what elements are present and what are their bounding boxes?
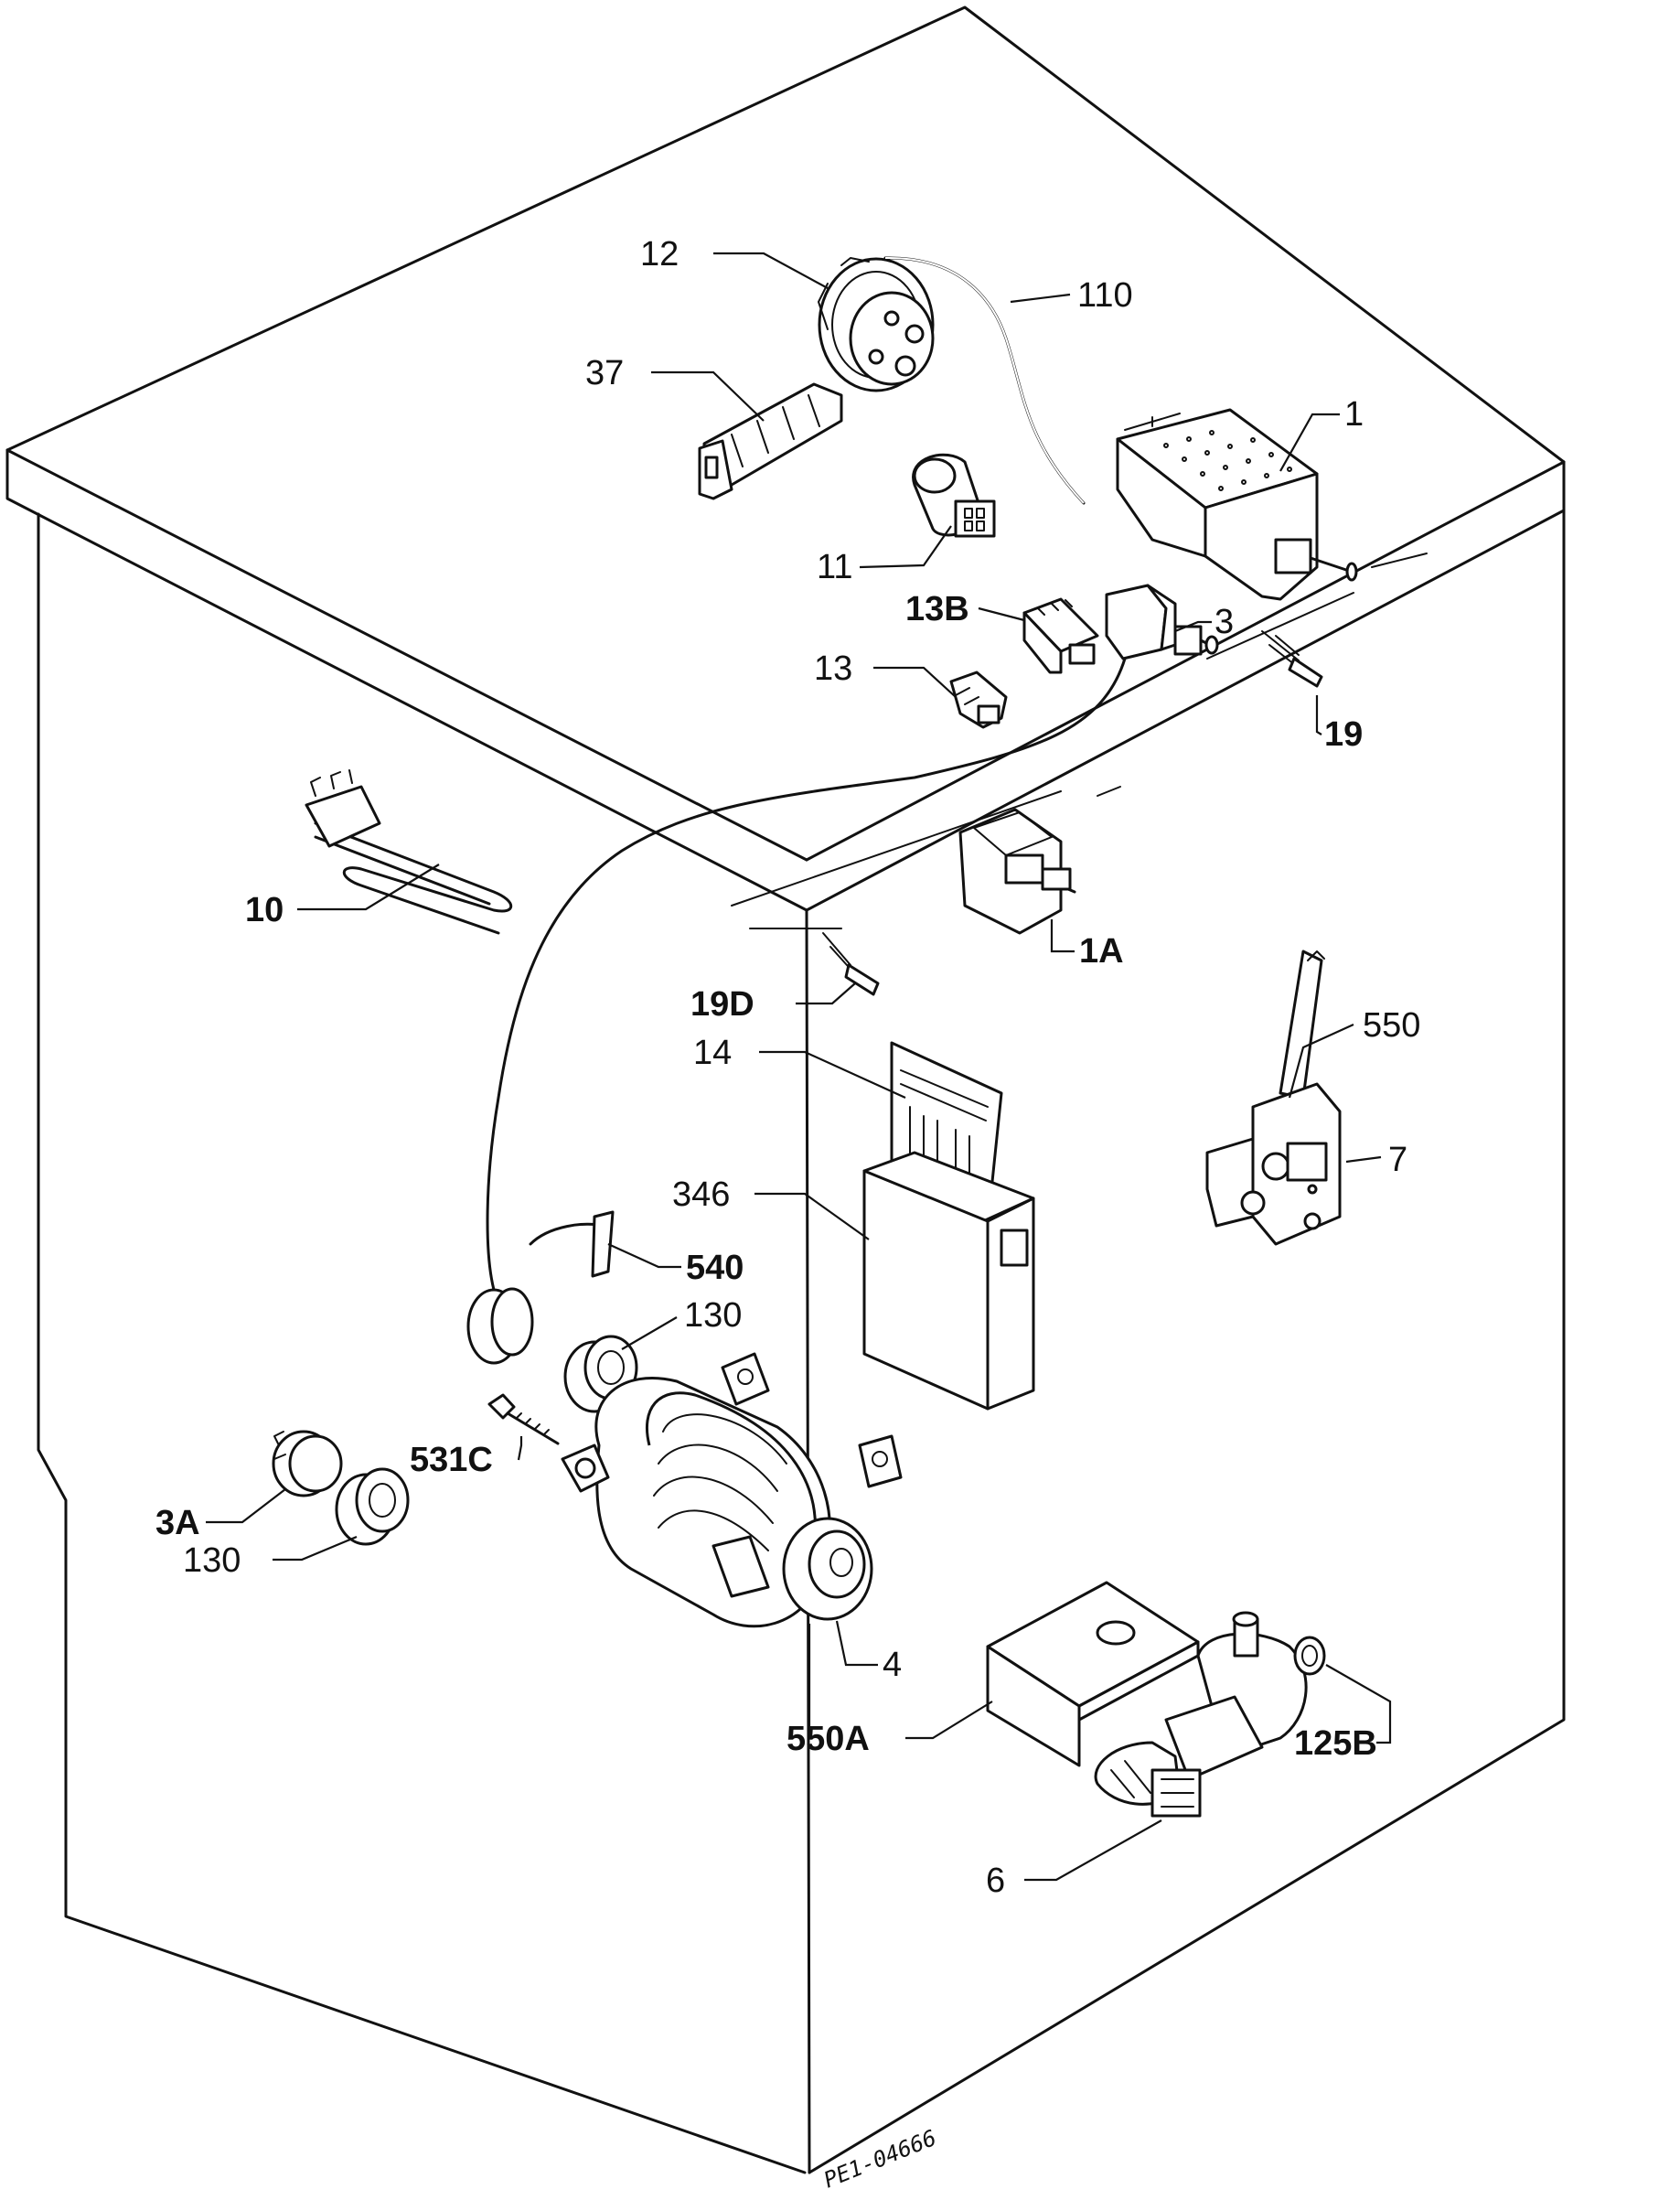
part-1-programmer <box>1116 408 1358 601</box>
label-1a: 1A <box>1079 932 1124 971</box>
label-13: 13 <box>814 649 852 688</box>
label-11: 11 <box>817 548 852 586</box>
part-346-box <box>862 1151 1035 1411</box>
part-1a-switch <box>958 808 1076 935</box>
part-6-valve <box>1094 1611 1308 1818</box>
label-14: 14 <box>693 1034 732 1072</box>
part-550-door-lock <box>1205 950 1342 1246</box>
part-19-sensor <box>1261 630 1323 688</box>
label-3a: 3A <box>155 1504 200 1542</box>
part-130-bush-lower <box>335 1467 410 1546</box>
part-grommet <box>466 1287 534 1365</box>
label-1: 1 <box>1344 395 1364 434</box>
label-130-lower: 130 <box>183 1541 241 1580</box>
part-550a-cover <box>986 1581 1200 1767</box>
label-550a: 550A <box>786 1720 870 1758</box>
label-125b: 125B <box>1294 1724 1377 1763</box>
part-37-terminal-block <box>698 382 843 500</box>
label-3: 3 <box>1215 603 1234 641</box>
part-531c-screw <box>487 1393 560 1445</box>
label-531c: 531C <box>410 1441 493 1479</box>
label-130-upper: 130 <box>684 1296 742 1335</box>
label-550: 550 <box>1363 1006 1420 1045</box>
drawing-reference-number: PE1-04666 <box>820 2125 940 2194</box>
label-37: 37 <box>585 354 624 392</box>
part-540-clip <box>529 1210 615 1278</box>
label-110: 110 <box>1077 276 1133 315</box>
part-13b-connector <box>1022 597 1099 674</box>
part-19d-sensor <box>822 932 880 996</box>
label-540: 540 <box>686 1249 744 1287</box>
leader-lines <box>206 252 1392 1882</box>
part-3-switch <box>1105 584 1219 660</box>
label-12: 12 <box>640 235 679 274</box>
part-3a-thermostat <box>272 1430 343 1497</box>
label-4: 4 <box>883 1646 902 1684</box>
part-12-pressure-switch <box>818 257 935 392</box>
part-10-heating-element <box>305 769 513 935</box>
part-labels: 12 110 37 1 11 13B 3 13 19 10 1A 19D 550… <box>155 235 1420 1900</box>
part-11-capacitor <box>912 453 996 538</box>
label-19d: 19D <box>690 985 754 1024</box>
label-7: 7 <box>1388 1141 1407 1179</box>
label-13b: 13B <box>905 590 969 628</box>
part-13-connector <box>949 671 1008 729</box>
label-346: 346 <box>672 1175 730 1214</box>
wire-harness <box>486 657 1127 1292</box>
part-110-hose <box>883 256 1086 505</box>
label-6: 6 <box>986 1862 1005 1900</box>
label-10: 10 <box>245 891 284 929</box>
label-19: 19 <box>1324 715 1363 754</box>
cabinet-outline <box>5 5 1566 2174</box>
part-125b-seal <box>1293 1636 1326 1676</box>
part-4-motor <box>561 1352 903 1628</box>
